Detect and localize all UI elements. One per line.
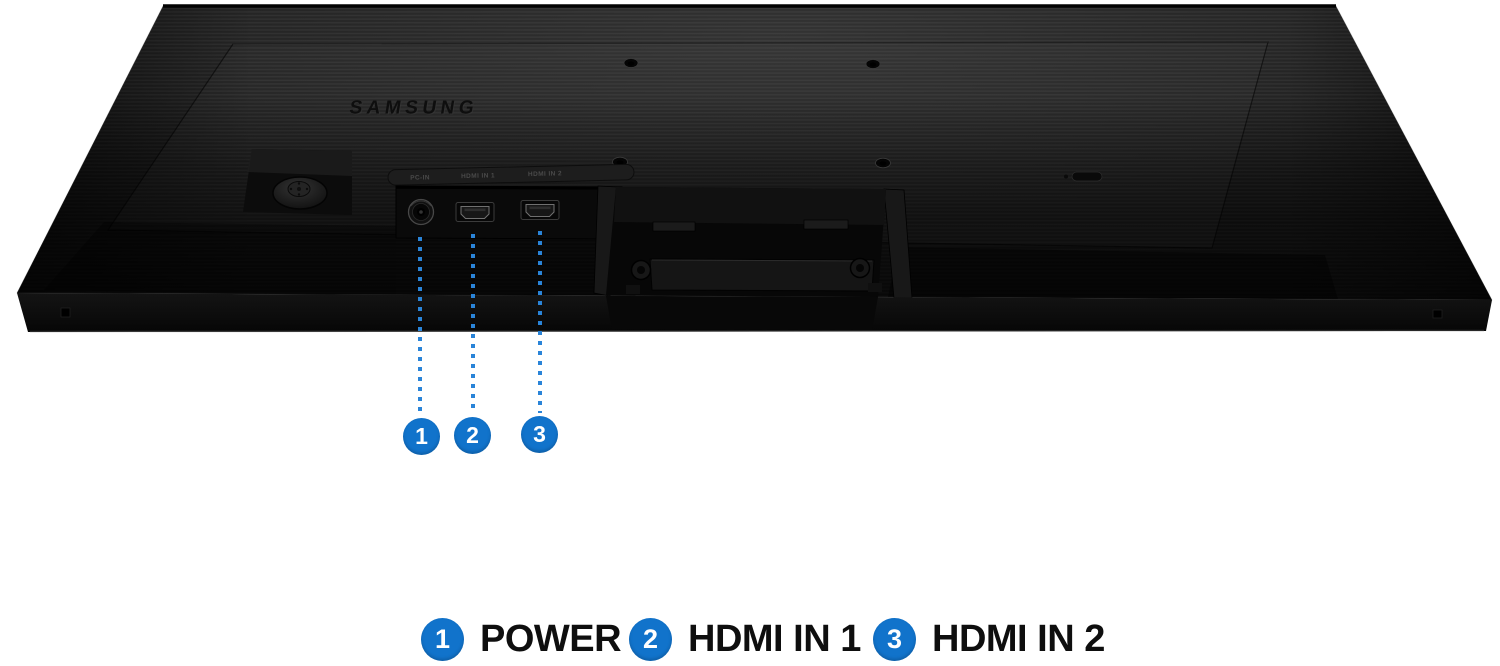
etched-label-hdmi2: HDMI IN 2 bbox=[528, 170, 562, 178]
stand-screw bbox=[849, 257, 871, 279]
vesa-screw-hole bbox=[623, 58, 639, 68]
etched-label-hdmi1: HDMI IN 1 bbox=[461, 172, 495, 180]
callout-line-power bbox=[418, 237, 422, 413]
lower-band-left bbox=[44, 222, 396, 296]
legend-item-power: 1 POWER bbox=[421, 616, 622, 662]
hdmi-port-2 bbox=[520, 200, 560, 220]
legend-label-hdmi1: HDMI IN 1 bbox=[688, 617, 861, 660]
stand-mount-recess bbox=[593, 185, 913, 299]
callout-badge-power: 1 bbox=[403, 418, 440, 455]
vesa-screw-hole bbox=[865, 59, 881, 69]
legend-item-hdmi2: 3 HDMI IN 2 bbox=[873, 616, 1105, 662]
vesa-screw-hole bbox=[875, 157, 891, 169]
bottom-edge bbox=[17, 293, 1492, 333]
callout-badge-hdmi2: 3 bbox=[521, 416, 558, 453]
callout-line-hdmi2 bbox=[538, 231, 542, 413]
monitor-back-illustration: SAMSUNG SAMSUNG bbox=[16, 4, 1493, 333]
stand-screw bbox=[630, 259, 652, 281]
samsung-logo-text: SAMSUNG bbox=[348, 98, 480, 119]
legend-label-hdmi2: HDMI IN 2 bbox=[932, 617, 1105, 660]
bottom-edge-hole bbox=[1432, 309, 1443, 319]
legend-item-hdmi1: 2 HDMI IN 1 bbox=[629, 616, 861, 662]
etched-label-power: PC-IN bbox=[410, 174, 430, 181]
lower-band-center bbox=[396, 238, 612, 296]
lower-band-right bbox=[888, 247, 1338, 299]
joystick-control bbox=[243, 149, 352, 215]
legend-badge-hdmi2: 3 bbox=[873, 617, 916, 661]
security-lock-slot bbox=[1064, 171, 1103, 182]
legend-badge-hdmi1: 2 bbox=[629, 617, 672, 661]
legend-badge-power: 1 bbox=[421, 617, 464, 661]
inner-panel bbox=[106, 41, 1269, 249]
legend-label-power: POWER bbox=[480, 617, 622, 660]
monitor-back-panel bbox=[16, 4, 1493, 301]
port-bay bbox=[395, 185, 623, 240]
callout-line-hdmi1 bbox=[471, 234, 475, 413]
svg-text:SAMSUNG: SAMSUNG bbox=[349, 99, 481, 120]
hdmi-port-1 bbox=[455, 202, 495, 222]
bottom-edge-hole bbox=[60, 307, 71, 318]
port-label-strip: PC-IN HDMI IN 1 HDMI IN 2 bbox=[387, 163, 635, 186]
callout-badge-hdmi1: 2 bbox=[454, 417, 491, 454]
samsung-logo: SAMSUNG SAMSUNG bbox=[348, 98, 481, 120]
power-port bbox=[407, 198, 435, 226]
